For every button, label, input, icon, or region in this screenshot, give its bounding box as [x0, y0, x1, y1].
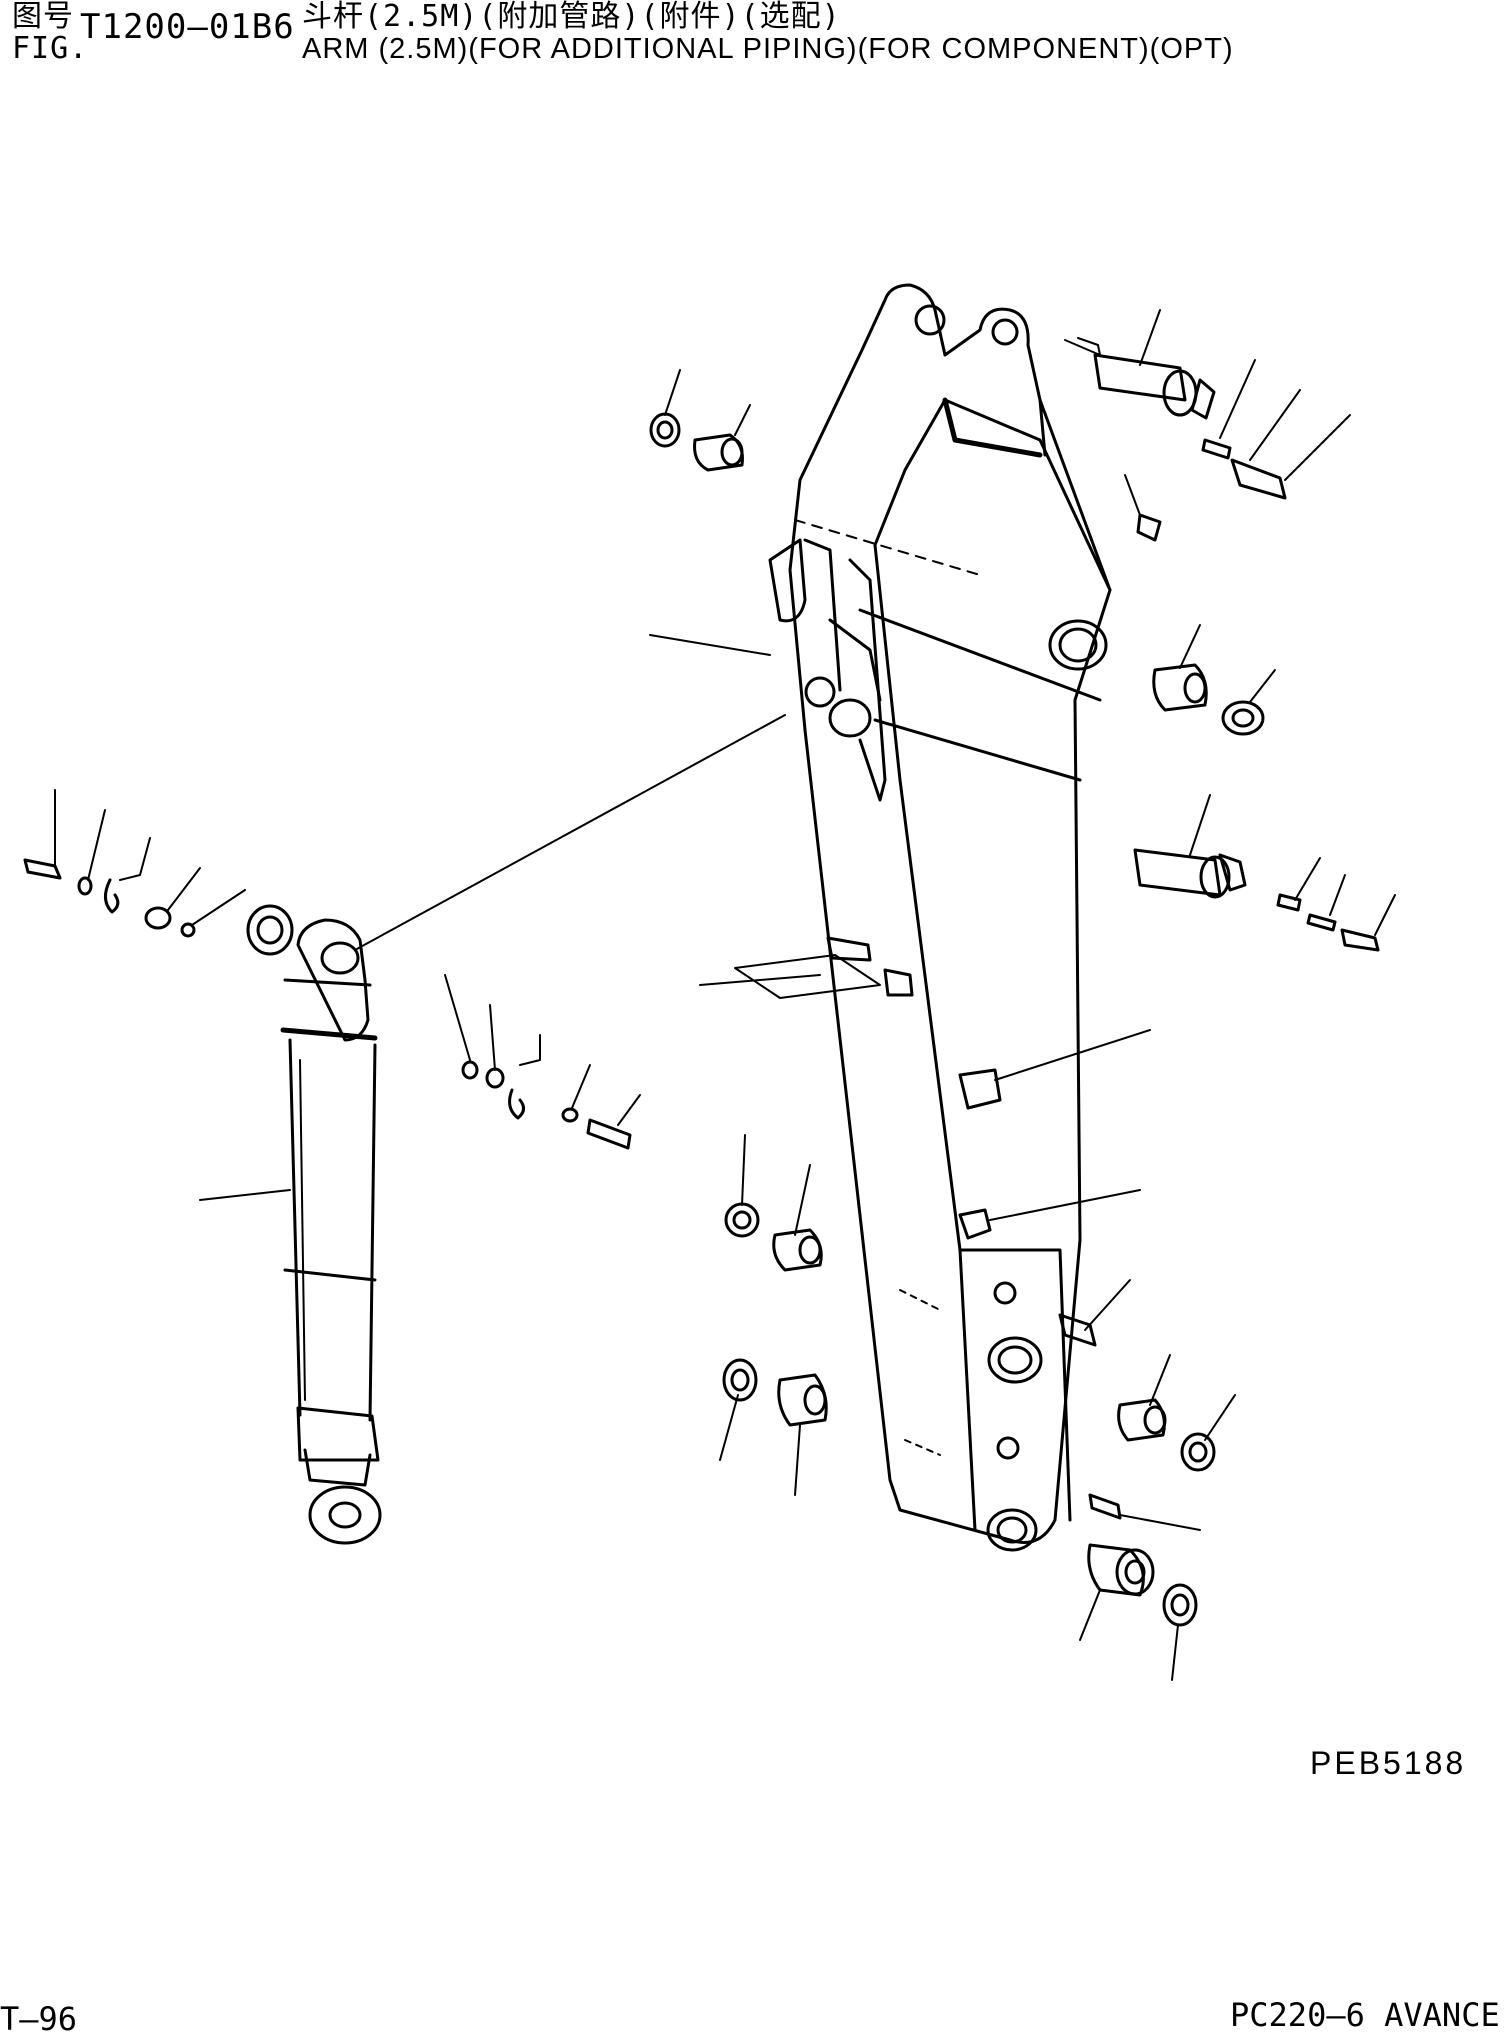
- leader-lines: [54, 309, 1396, 1681]
- page-number: T—96: [0, 2000, 78, 2038]
- drawing-code: PEB5188: [1310, 1745, 1467, 1781]
- fig-number: T1200—01B6: [80, 7, 295, 47]
- title-en: ARM (2.5M)(FOR ADDITIONAL PIPING)(FOR CO…: [302, 33, 1234, 65]
- fig-label-cn: 图号: [12, 0, 74, 34]
- title-cn: 斗杆(2.5M)(附加管路)(附件)(选配): [302, 0, 841, 34]
- arm-cylinder: [280, 918, 382, 1545]
- fig-label-en: FIG.: [12, 31, 89, 66]
- arm-body: [734, 283, 1112, 1552]
- machine-model: PC220—6 AVANCE: [1230, 1996, 1500, 2034]
- loose-parts: [23, 353, 1380, 1627]
- connection-line: [354, 714, 786, 951]
